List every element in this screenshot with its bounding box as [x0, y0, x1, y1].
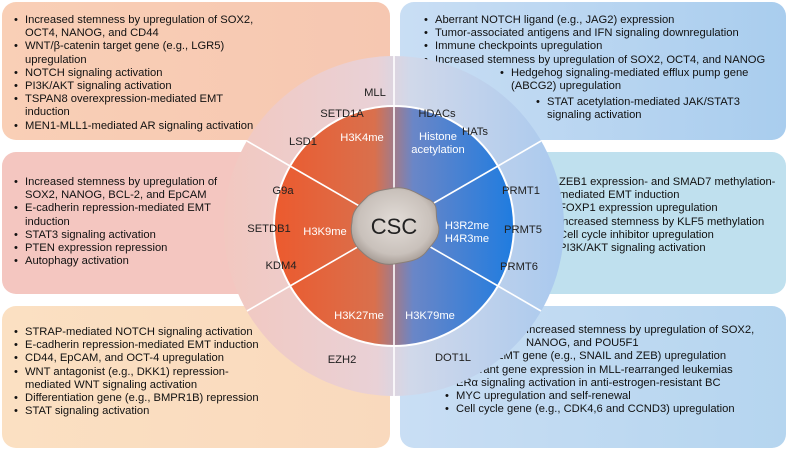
list-item: STAT acetylation-mediated JAK/STAT3 sign…: [536, 96, 767, 122]
list-item: Tumor-associated antigens and IFN signal…: [424, 27, 776, 40]
list-item: STAT3 signaling activation: [14, 229, 234, 242]
label-setd1a: SETD1A: [320, 108, 364, 120]
list-item: Increased stemness by upregulation of SO…: [14, 176, 234, 202]
list-item: Hedgehog signaling-mediated efflux pump …: [500, 67, 751, 93]
label-h4r3me: H4R3me: [445, 233, 489, 245]
label-dot1l: DOT1L: [435, 352, 471, 364]
csc-label: CSC: [371, 214, 418, 239]
label-hats: HATs: [462, 126, 488, 138]
label-ezh2: EZH2: [328, 354, 357, 366]
label-kdm4: KDM4: [265, 260, 296, 272]
list-item: NOTCH signaling activation: [14, 67, 269, 80]
list-item: Differentiation gene (e.g., BMPR1B) repr…: [14, 392, 272, 405]
list-item: Aberrant NOTCH ligand (e.g., JAG2) expre…: [424, 14, 776, 27]
label-acetylation: acetylation: [411, 144, 465, 156]
list-item: STAT signaling activation: [14, 405, 272, 418]
label-lsd1: LSD1: [289, 136, 317, 148]
list-item: PTEN expression repression: [14, 242, 234, 255]
csc-cell: [350, 187, 440, 265]
label-prmt6: PRMT6: [500, 261, 538, 273]
label-h3k9me: H3K9me: [303, 226, 347, 238]
label-setdb1: SETDB1: [247, 223, 291, 235]
list-item: Cell cycle gene (e.g., CDK4,6 and CCND3)…: [445, 403, 788, 416]
outer-dividers: [246, 140, 542, 312]
label-h3r2me: H3R2me: [445, 220, 489, 232]
label-histone: Histone: [419, 131, 457, 143]
list-item: TSPAN8 overexpression-mediated EMT induc…: [14, 93, 269, 119]
label-prmt5: PRMT5: [504, 224, 542, 236]
label-h3k79me: H3K79me: [405, 310, 455, 322]
list-item: PI3K/AKT signaling activation: [14, 80, 269, 93]
list-item: Immune checkpoints upregulation: [424, 40, 776, 53]
list-item: Increased stemness by upregulation of SO…: [14, 14, 269, 40]
list-item: MYC upregulation and self-renewal: [445, 390, 788, 403]
label-g9a: G9a: [272, 185, 294, 197]
list-item: Increased stemness by upregulation of SO…: [515, 324, 775, 350]
list-item: WNT antagonist (e.g., DKK1) repression-m…: [14, 366, 272, 392]
list-item: STRAP-mediated NOTCH signaling activatio…: [14, 326, 272, 339]
list-item: E-cadherin repression-mediated EMT induc…: [14, 339, 272, 352]
list-item: MEN1-MLL1-mediated AR signaling activati…: [14, 120, 269, 133]
list-item: CD44, EpCAM, and OCT-4 upregulation: [14, 352, 272, 365]
list-item: WNT/β-catenin target gene (e.g., LGR5) u…: [14, 40, 269, 66]
label-prmt1: PRMT1: [502, 185, 540, 197]
label-h3k4me: H3K4me: [340, 132, 384, 144]
label-h3k27me: H3K27me: [334, 310, 384, 322]
list-item: Autophagy activation: [14, 255, 234, 268]
label-hdacs: HDACs: [418, 108, 456, 120]
list-item: E-cadherin repression-mediated EMT induc…: [14, 202, 234, 228]
label-mll: MLL: [364, 87, 386, 99]
